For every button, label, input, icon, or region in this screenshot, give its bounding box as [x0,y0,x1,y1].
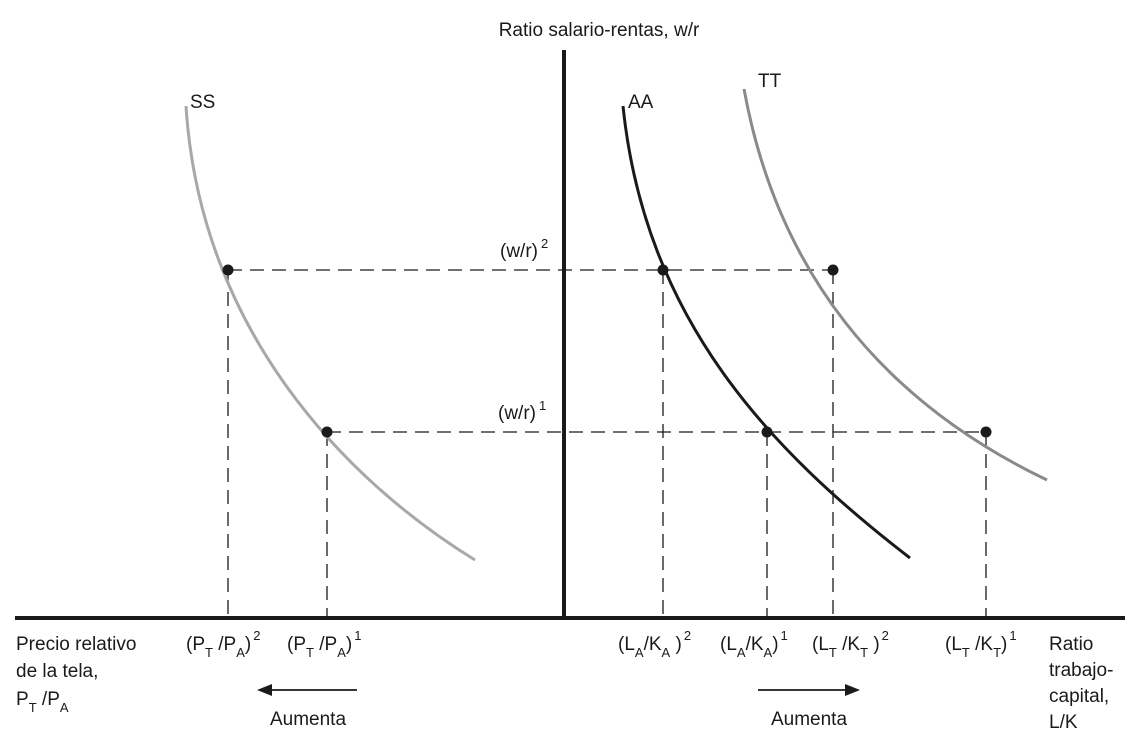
tick-lt-kt-1: (LT /KT)1 [945,628,1017,660]
point-tt-wr1 [980,426,992,438]
x-right-label-line2: trabajo- [1049,660,1113,681]
point-ss-wr1 [321,426,333,438]
curve-ss [184,105,476,562]
point-tt-wr2 [827,264,839,276]
x-right-label-line4: L/K [1049,712,1078,733]
curve-tt [742,88,1048,482]
curve-tt-label: TT [758,71,782,92]
arrow-right-head [845,684,860,696]
tick-la-ka-1: (LA/KA)1 [720,628,788,660]
curve-aa [621,105,911,560]
level-wr1-label: (w/r)1 [498,398,546,424]
tick-la-ka-2: (LA/KA )2 [618,628,691,660]
tick-pt-pa-2: (PT /PA)2 [186,628,260,660]
point-aa-wr1 [761,426,773,438]
arrow-left-label: Aumenta [270,709,346,730]
x-left-label-line2: de la tela, [16,661,98,682]
y-axis-label: Ratio salario-rentas, w/r [499,20,700,41]
x-right-label-line1: Ratio [1049,634,1093,655]
level-wr2-label: (w/r)2 [500,236,548,262]
tick-pt-pa-1: (PT /PA)1 [287,628,361,660]
tick-lt-kt-2: (LT /KT )2 [812,628,889,660]
point-aa-wr2 [657,264,669,276]
x-left-label-line3: PT /PA [16,689,69,715]
arrow-right-label: Aumenta [771,709,847,730]
x-right-label-line3: capital, [1049,686,1109,707]
point-ss-wr2 [222,264,234,276]
curve-ss-label: SS [190,92,215,113]
arrow-left-head [257,684,272,696]
x-left-label-line1: Precio relativo [16,634,136,655]
curve-aa-label: AA [628,92,654,113]
